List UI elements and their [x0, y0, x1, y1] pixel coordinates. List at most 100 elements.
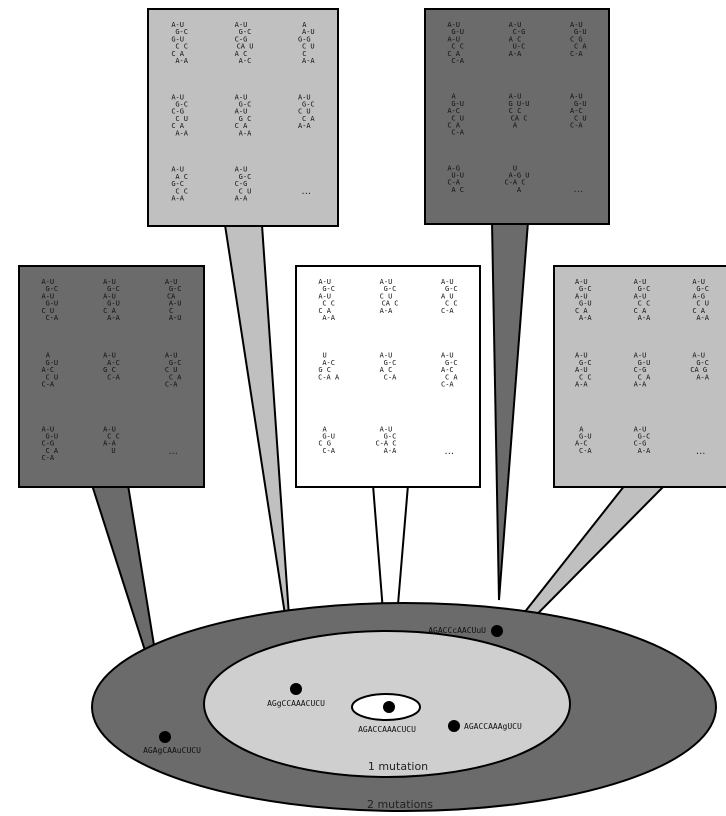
panel-center-structures: A-UG-CA-UC CC AA-AA-UG-CC UCA CA-AA-UG-C… — [318, 278, 458, 457]
nucleotide-line: G-C — [696, 285, 709, 293]
nucleotide-line: C A — [169, 373, 182, 381]
nucleotide-line: G-C — [696, 359, 709, 367]
nucleotide-line: A-U — [235, 108, 248, 116]
nucleotide-line: A — [517, 186, 522, 194]
nucleotide-line: A-C — [570, 107, 583, 115]
nucleotide-line: C-A — [441, 380, 454, 388]
nucleotide-line: C A — [318, 307, 331, 315]
nucleotide-line: G-C — [579, 285, 592, 293]
rna-structure: A-UG U-UC CCA CA — [508, 93, 529, 130]
nucleotide-line: C-A — [384, 373, 397, 381]
point-outer-top-right — [491, 625, 503, 637]
nucleotide-line: A-C — [107, 359, 120, 367]
nucleotide-line: G-U — [46, 433, 59, 441]
rna-structure: A-UC-GA CU-CA-A — [509, 21, 526, 58]
point-wild-type — [383, 701, 395, 713]
panel-middle-left-structures: A-UG-CA-UG-UC UC-AA-UG-CA-UG-UC AA-AA-UG… — [42, 278, 183, 462]
rna-structure: A-UA CG-CC CA-A — [171, 166, 188, 203]
nucleotide-line: A-C — [447, 107, 460, 115]
nucleotide-line: A-U — [575, 292, 588, 300]
nucleotide-line: G-C — [239, 28, 252, 36]
nucleotide-line: U — [111, 447, 115, 455]
nucleotide-line: A — [579, 425, 584, 433]
rna-structure: A-UG-CC-GC UA-A — [235, 166, 252, 203]
nucleotide-line: G U-U — [508, 100, 529, 108]
nucleotide-line: C-A — [322, 447, 335, 455]
nucleotide-line: A C — [175, 173, 188, 181]
nucleotide-line: C C — [509, 107, 522, 115]
nucleotide-line: G-C — [169, 285, 182, 293]
nucleotide-line: C-A — [46, 314, 59, 322]
rna-structure: A-UG-CC UCA CA-A — [380, 278, 399, 315]
nucleotide-line: U — [323, 352, 327, 360]
nucleotide-line: A-U — [165, 278, 178, 286]
nucleotide-line: C C — [107, 433, 120, 441]
panel-top-right — [424, 8, 610, 225]
nucleotide-line: A C — [380, 366, 393, 374]
nucleotide-line: A — [46, 352, 51, 360]
nucleotide-line: G-C — [579, 359, 592, 367]
nucleotide-line: A-A — [175, 129, 188, 137]
nucleotide-line: G-C — [302, 101, 315, 109]
inner-ring-label: 1 mutation — [368, 760, 428, 773]
nucleotide-line: C-G — [235, 35, 248, 43]
nucleotide-line: C A — [574, 43, 587, 51]
rna-structure: A-UG-CC-A CA-A — [375, 425, 397, 455]
rna-structure: AA-UG-GC UCA-A — [298, 21, 315, 65]
nucleotide-line: G-C — [445, 285, 458, 293]
nucleotide-line: C A — [302, 115, 315, 123]
nucleotide-line: A-C — [322, 359, 335, 367]
panel-middle-left — [18, 265, 205, 488]
rna-structure: A-UG-CA-UG CC AA-A — [235, 93, 252, 137]
nucleotide-line: A C — [509, 35, 522, 43]
panel-center — [295, 265, 481, 488]
rna-structure: A-UG-CG-UC CC AA-A — [171, 21, 188, 65]
rna-structure: A-UG-CA-GC UC AA-A — [692, 278, 709, 322]
mutation-rings: 1 mutation 2 mutations — [91, 602, 717, 812]
more-structures-ellipsis: ... — [168, 446, 178, 457]
nucleotide-line: G-U — [171, 35, 184, 43]
nucleotide-line: A-G — [447, 164, 460, 172]
nucleotide-line: A-U — [509, 93, 522, 101]
nucleotide-line: A-A — [239, 129, 252, 137]
nucleotide-line: A-A — [575, 380, 588, 388]
panel-top-left-structures: A-UG-CG-UC CC AA-AA-UG-CC-GCA UA CA-CAA-… — [171, 21, 315, 202]
nucleotide-line: A-U — [441, 278, 454, 286]
nucleotide-line: A-U — [318, 278, 331, 286]
nucleotide-line: C U — [302, 43, 315, 51]
nucleotide-line: A-A — [384, 447, 397, 455]
nucleotide-line: G-C — [171, 180, 184, 188]
rna-structure: A-UA-CG CC-A — [103, 352, 120, 382]
nucleotide-line: A-C — [42, 366, 55, 374]
nucleotide-line: G-C — [239, 173, 252, 181]
nucleotide-line: A-A — [579, 314, 592, 322]
nucleotide-line: C A — [171, 122, 184, 130]
nucleotide-line: C-A — [447, 179, 460, 187]
label-outer-left: AGAgCAAuCUCU — [143, 746, 201, 755]
nucleotide-line: C-A — [451, 129, 464, 137]
outer-ring-label: 2 mutations — [367, 798, 433, 811]
nucleotide-line: A-A — [171, 194, 184, 202]
nucleotide-line: A-U — [302, 28, 315, 36]
nucleotide-line: CA C — [511, 114, 528, 122]
nucleotide-line: A-A — [235, 194, 248, 202]
nucleotide-line: A-G U — [508, 172, 529, 180]
nucleotide-line: C — [169, 307, 173, 315]
nucleotide-line: A-U — [575, 366, 588, 374]
nucleotide-line: A-U — [570, 21, 583, 29]
nucleotide-line: C-G — [42, 440, 55, 448]
nucleotide-line: C-G — [513, 28, 526, 36]
nucleotide-line: C C — [322, 300, 335, 308]
rna-structure: A-UG-CC-GA-A — [634, 425, 651, 455]
nucleotide-line: A-A — [696, 314, 709, 322]
nucleotide-line: G-C — [384, 285, 397, 293]
rna-structure: A-UG-CC-GC UC AA-A — [171, 93, 188, 137]
rna-structure: A-UG-CA-UG-UC AA-A — [575, 278, 592, 322]
nucleotide-line: G-C — [384, 433, 397, 441]
nucleotide-line: A-C — [575, 440, 588, 448]
nucleotide-line: A-U — [447, 21, 460, 29]
nucleotide-line: C A — [103, 307, 116, 315]
nucleotide-line: C U — [46, 373, 59, 381]
nucleotide-line: A-A — [638, 447, 651, 455]
nucleotide-line: A-U — [235, 21, 248, 29]
